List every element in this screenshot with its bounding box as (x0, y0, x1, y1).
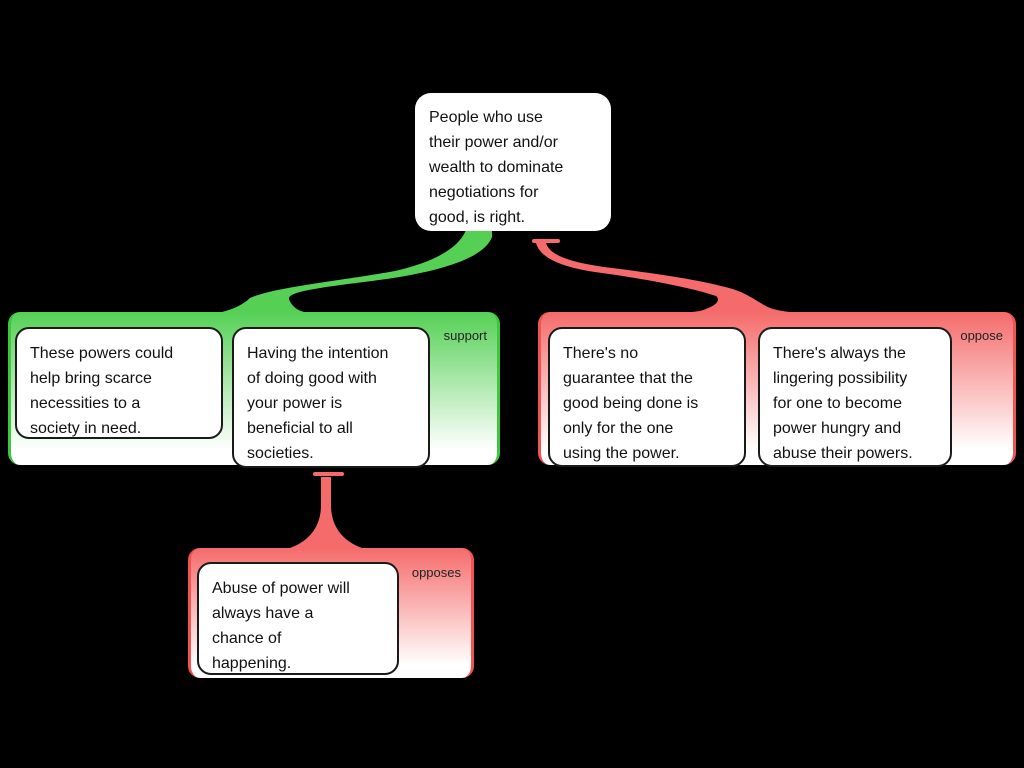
oppose-connector[interactable] (536, 243, 790, 312)
opposes-group[interactable]: opposes Abuse of power will always have … (188, 548, 474, 678)
text-line: Having the intention (247, 345, 389, 362)
text-line: always have a (212, 605, 314, 622)
text-line: only for the one (563, 420, 674, 437)
text-line: beneficial to all (247, 420, 353, 437)
oppose-node-1[interactable]: There's no guarantee that the good being… (548, 327, 746, 467)
claim-text-line: wealth to dominate (429, 159, 564, 176)
claim-text-line: good, is right. (429, 209, 526, 226)
text-line: societies. (247, 445, 314, 462)
opposes-connector[interactable] (290, 477, 362, 548)
text-line: of doing good with (247, 370, 377, 387)
support-node-1[interactable]: These powers could help bring scarce nec… (15, 327, 223, 439)
text-line: society in need. (30, 420, 142, 437)
oppose-group[interactable]: oppose There's no guarantee that the goo… (538, 312, 1016, 467)
text-line: for one to become (773, 395, 902, 412)
text-line: There's no (563, 345, 639, 362)
text-line: good being done is (563, 395, 699, 412)
opposes-connector-cap[interactable] (313, 472, 344, 476)
opposes-node-1[interactable]: Abuse of power will always have a chance… (197, 562, 399, 675)
support-group[interactable]: support These powers could help bring sc… (8, 312, 500, 468)
claim-text-line: People who use (429, 109, 543, 126)
text-line: happening. (212, 655, 292, 672)
opposes-group-label: opposes (411, 565, 461, 580)
text-line: Abuse of power will (212, 580, 350, 597)
text-line: necessities to a (30, 395, 141, 412)
claim-text-line: their power and/or (429, 134, 558, 151)
text-line: guarantee that the (563, 370, 693, 387)
text-line: your power is (247, 395, 343, 412)
text-line: There's always the (773, 345, 906, 362)
claim-text-line: negotiations for (429, 184, 539, 201)
text-line: using the power. (563, 445, 680, 462)
support-node-2[interactable]: Having the intention of doing good with … (232, 327, 430, 468)
support-group-label: support (443, 328, 487, 343)
text-line: help bring scarce (30, 370, 152, 387)
text-line: These powers could (30, 345, 174, 362)
text-line: power hungry and (773, 420, 902, 437)
oppose-connector-cap[interactable] (532, 239, 560, 243)
text-line: chance of (212, 630, 282, 647)
oppose-node-2[interactable]: There's always the lingering possibility… (758, 327, 952, 467)
support-connector[interactable] (222, 230, 492, 312)
oppose-group-label: oppose (960, 328, 1003, 343)
claim-node[interactable]: People who use their power and/or wealth… (415, 93, 611, 231)
text-line: lingering possibility (773, 370, 908, 387)
text-line: abuse their powers. (773, 445, 913, 462)
